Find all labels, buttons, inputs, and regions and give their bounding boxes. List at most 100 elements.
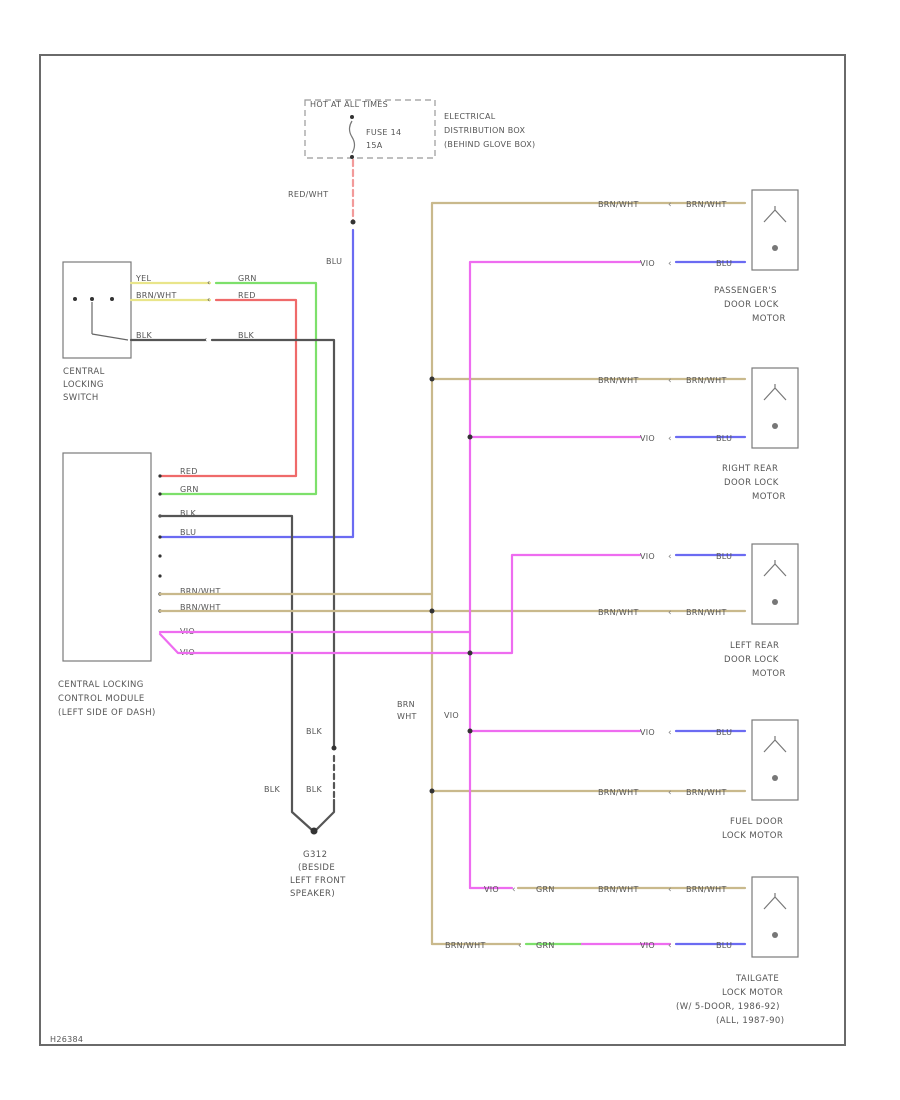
- label-blu-module: BLU: [180, 528, 196, 537]
- lr-motor-label-3: MOTOR: [752, 669, 786, 679]
- label-blu-feed: BLU: [326, 257, 342, 266]
- tail-motor-label-1: TAILGATE: [735, 974, 779, 984]
- label-red-wht: RED/WHT: [288, 190, 328, 199]
- splice-blk-ground: [331, 745, 337, 751]
- rr-motor-label-2: DOOR LOCK: [724, 478, 779, 488]
- wire-blu-feed: [158, 228, 355, 539]
- diagram-frame: [39, 54, 846, 1046]
- label-tail-grn-lower: GRN: [536, 941, 555, 950]
- label-rr-brn-wht-1: BRN/WHT: [598, 376, 639, 385]
- tail-motor-label-3: (W/ 5-DOOR, 1986-92): [676, 1002, 780, 1012]
- svg-text:‹: ‹: [668, 552, 672, 562]
- module-pin-2: [158, 492, 162, 496]
- fuse-number-label: FUSE 14: [366, 128, 401, 137]
- rr-motor-label-1: RIGHT REAR: [722, 464, 778, 474]
- label-lr-brn-wht-1: BRN/WHT: [598, 608, 639, 617]
- connector-mark-2: ‹: [207, 295, 211, 304]
- fuel-motor-label-1: FUEL DOOR: [730, 817, 783, 827]
- wire-vio-module-1: [158, 260, 642, 634]
- label-pass-brn-wht-1: BRN/WHT: [598, 200, 639, 209]
- label-tail-grn-upper: GRN: [536, 885, 555, 894]
- label-grn-switch: GRN: [238, 274, 257, 283]
- label-red-switch: RED: [238, 291, 256, 300]
- lr-motor-label-2: DOOR LOCK: [724, 655, 779, 665]
- lr-motor-label-1: LEFT REAR: [730, 641, 779, 651]
- label-tail-blu-lower: BLU: [716, 941, 732, 950]
- splice-vio-3: [467, 728, 473, 734]
- switch-label-2: LOCKING: [63, 380, 104, 390]
- label-lr-vio: VIO: [640, 552, 655, 561]
- svg-text:‹: ‹: [518, 941, 522, 951]
- ground-label-4: SPEAKER): [290, 889, 335, 899]
- label-brn-stacked-2: WHT: [397, 712, 417, 721]
- pass-motor-label-2: DOOR LOCK: [724, 300, 779, 310]
- wire-red-switch: [158, 298, 298, 478]
- diagram-code: H26384: [50, 1035, 83, 1044]
- splice-feed: [350, 219, 356, 225]
- switch-contact-2: [90, 297, 94, 301]
- splice-tan-3: [429, 788, 435, 794]
- wire-blk-ground-right: [314, 798, 336, 832]
- label-tail-brn-wht-upper-1: BRN/WHT: [598, 885, 639, 894]
- module-pin-5: [158, 554, 162, 558]
- label-fuel-vio: VIO: [640, 728, 655, 737]
- label-brn-stacked-1: BRN: [397, 700, 415, 709]
- module-label-2: CONTROL MODULE: [58, 694, 145, 704]
- label-grn-module: GRN: [180, 485, 199, 494]
- switch-arm-lower: [91, 333, 129, 341]
- label-blk-ground-right-2: BLK: [306, 785, 323, 794]
- label-fuel-blu: BLU: [716, 728, 732, 737]
- switch-label-3: SWITCH: [63, 393, 99, 403]
- right-rear-door-lock-motor: [751, 367, 799, 449]
- wire-blk-module-ground: [158, 514, 314, 832]
- label-fuel-brn-wht-1: BRN/WHT: [598, 788, 639, 797]
- svg-text:‹: ‹: [668, 200, 672, 210]
- module-label-3: (LEFT SIDE OF DASH): [58, 708, 156, 718]
- label-rr-brn-wht-2: BRN/WHT: [686, 376, 727, 385]
- wire-vio-module-2: [158, 553, 642, 655]
- splice-tan-2: [429, 608, 435, 614]
- label-blk-switch-2: BLK: [238, 331, 255, 340]
- label-tail-brn-wht-upper-2: BRN/WHT: [686, 885, 727, 894]
- label-pass-vio: VIO: [640, 259, 655, 268]
- splice-vio-1: [467, 434, 473, 440]
- module-pin-4: [158, 535, 162, 539]
- label-pass-brn-wht-2: BRN/WHT: [686, 200, 727, 209]
- label-brn-wht-module-2: BRN/WHT: [180, 603, 221, 612]
- module-label-1: CENTRAL LOCKING: [58, 680, 144, 690]
- fuse-element: [348, 120, 356, 154]
- svg-text:‹: ‹: [668, 941, 672, 951]
- fuel-motor-label-2: LOCK MOTOR: [722, 831, 783, 841]
- tail-motor-label-4: (ALL, 1987-90): [716, 1016, 784, 1026]
- ground-label-2: (BESIDE: [298, 863, 335, 873]
- svg-text:‹: ‹: [668, 788, 672, 798]
- fuse-box: [304, 99, 436, 159]
- fuse-amp-label: 15A: [366, 141, 383, 150]
- svg-text:‹: ‹: [668, 434, 672, 444]
- left-rear-door-lock-motor: [751, 543, 799, 625]
- label-red-module: RED: [180, 467, 198, 476]
- svg-text:‹: ‹: [668, 608, 672, 618]
- label-blk-ground-right-1: BLK: [306, 727, 323, 736]
- switch-label-1: CENTRAL: [63, 367, 105, 377]
- switch-contact-1: [73, 297, 77, 301]
- svg-text:‹: ‹: [668, 376, 672, 386]
- module-pin-1: [158, 474, 162, 478]
- rr-motor-label-3: MOTOR: [752, 492, 786, 502]
- pass-motor-label-1: PASSENGER'S: [714, 286, 777, 296]
- label-fuel-brn-wht-2: BRN/WHT: [686, 788, 727, 797]
- label-lr-blu: BLU: [716, 552, 732, 561]
- svg-text:‹: ‹: [668, 728, 672, 738]
- label-pass-blu: BLU: [716, 259, 732, 268]
- label-tail-vio-upper: VIO: [484, 885, 499, 894]
- switch-contact-3: [110, 297, 114, 301]
- passengers-door-lock-motor: [751, 189, 799, 271]
- fuel-door-lock-motor: [751, 719, 799, 801]
- splice-tan-1: [429, 376, 435, 382]
- tail-motor-label-2: LOCK MOTOR: [722, 988, 783, 998]
- label-blk-module: BLK: [180, 509, 197, 518]
- label-tail-brn-wht-lower: BRN/WHT: [445, 941, 486, 950]
- svg-text:‹: ‹: [512, 885, 516, 895]
- label-brn-wht-switch: BRN/WHT: [136, 291, 177, 300]
